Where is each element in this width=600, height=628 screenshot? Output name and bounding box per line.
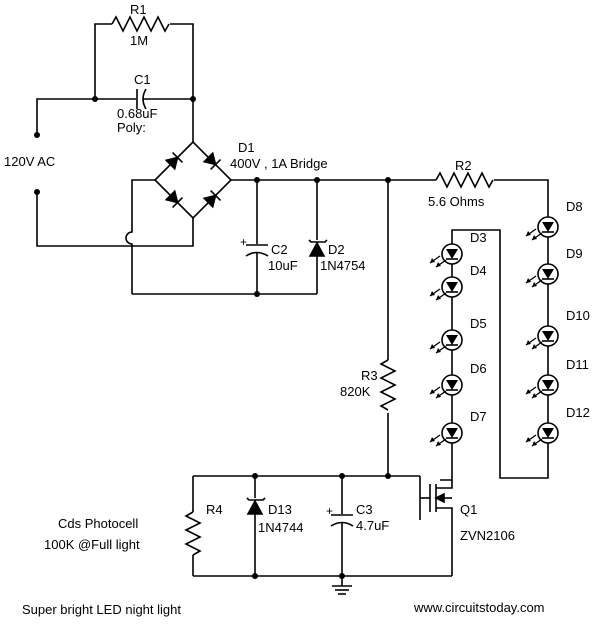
bridge-diode-1 [164,151,184,171]
d1-ref: D1 [238,140,255,155]
led-d11: D11 [525,357,589,399]
q1-ref: Q1 [460,502,477,517]
led-label-d5: D5 [470,316,487,331]
led-label-d4: D4 [470,263,487,278]
led-d5: D5 [429,316,487,354]
led-d8: D8 [525,199,583,241]
c2-plus-sign: + [240,235,247,249]
bridge-diode-2 [202,151,222,171]
c2-value: 10uF [268,258,298,273]
diagram-title: Super bright LED night light [22,602,181,617]
photocell-label-1: Cds Photocell [58,516,138,531]
r2-resistor [435,171,494,189]
r3-value: 820K [340,384,371,399]
d2-zener-symbol [308,241,326,257]
website-label: www.circuitstoday.com [413,600,545,615]
r3-resistor [379,359,397,411]
d13-value: 1N4744 [258,520,304,535]
led-d12: D12 [525,405,590,447]
d2-ref: D2 [328,242,345,257]
led-d6: D6 [429,361,487,399]
input-network [34,15,196,247]
d1-value: 400V , 1A Bridge [230,156,328,171]
control-stage: + [184,180,453,595]
c3-ref: C3 [356,502,373,517]
r4-resistor [184,511,202,556]
r1-resistor [111,15,170,33]
led-d3: D3 [429,230,487,268]
filter-stage: + [132,177,328,297]
r4-ref: R4 [206,502,223,517]
led-d10: D10 [525,308,590,350]
c3-value: 4.7uF [356,518,389,533]
led-label-d9: D9 [566,246,583,261]
ground-symbol [332,576,352,595]
labels: R1 1M C1 0.68uF Poly: 120V AC D1 400V , … [4,2,545,617]
r1-ref: R1 [130,2,147,17]
c1-note: Poly: [117,120,146,135]
led-label-d3: D3 [470,230,487,245]
d13-zener-symbol [246,499,264,515]
q1-mosfet [419,476,453,576]
r2-value: 5.6 Ohms [428,194,485,209]
bridge-rectifier-d1 [122,140,386,294]
q1-value: ZVN2106 [460,528,515,543]
r2-ref: R2 [455,158,472,173]
led-d9: D9 [525,246,583,288]
led-d4: D4 [429,263,487,301]
led-label-d8: D8 [566,199,583,214]
c1-value: 0.68uF [117,106,158,121]
led-d7: D7 [429,409,487,447]
bridge-diode-3 [164,189,184,209]
led-label-d6: D6 [470,361,487,376]
c2-ref: C2 [271,242,288,257]
led-label-d11: D11 [566,357,589,372]
photocell-label-2: 100K @Full light [44,537,140,552]
bridge-diode-4 [202,189,222,209]
led-label-d7: D7 [470,409,487,424]
c1-ref: C1 [134,72,151,87]
r1-value: 1M [130,33,148,48]
d13-ref: D13 [268,502,292,517]
c3-plus-sign: + [326,504,333,518]
d2-value: 1N4754 [320,258,366,273]
led-label-d10: D10 [566,308,590,323]
led-label-d12: D12 [566,405,590,420]
supply-label: 120V AC [4,154,55,169]
r3-ref: R3 [361,368,378,383]
